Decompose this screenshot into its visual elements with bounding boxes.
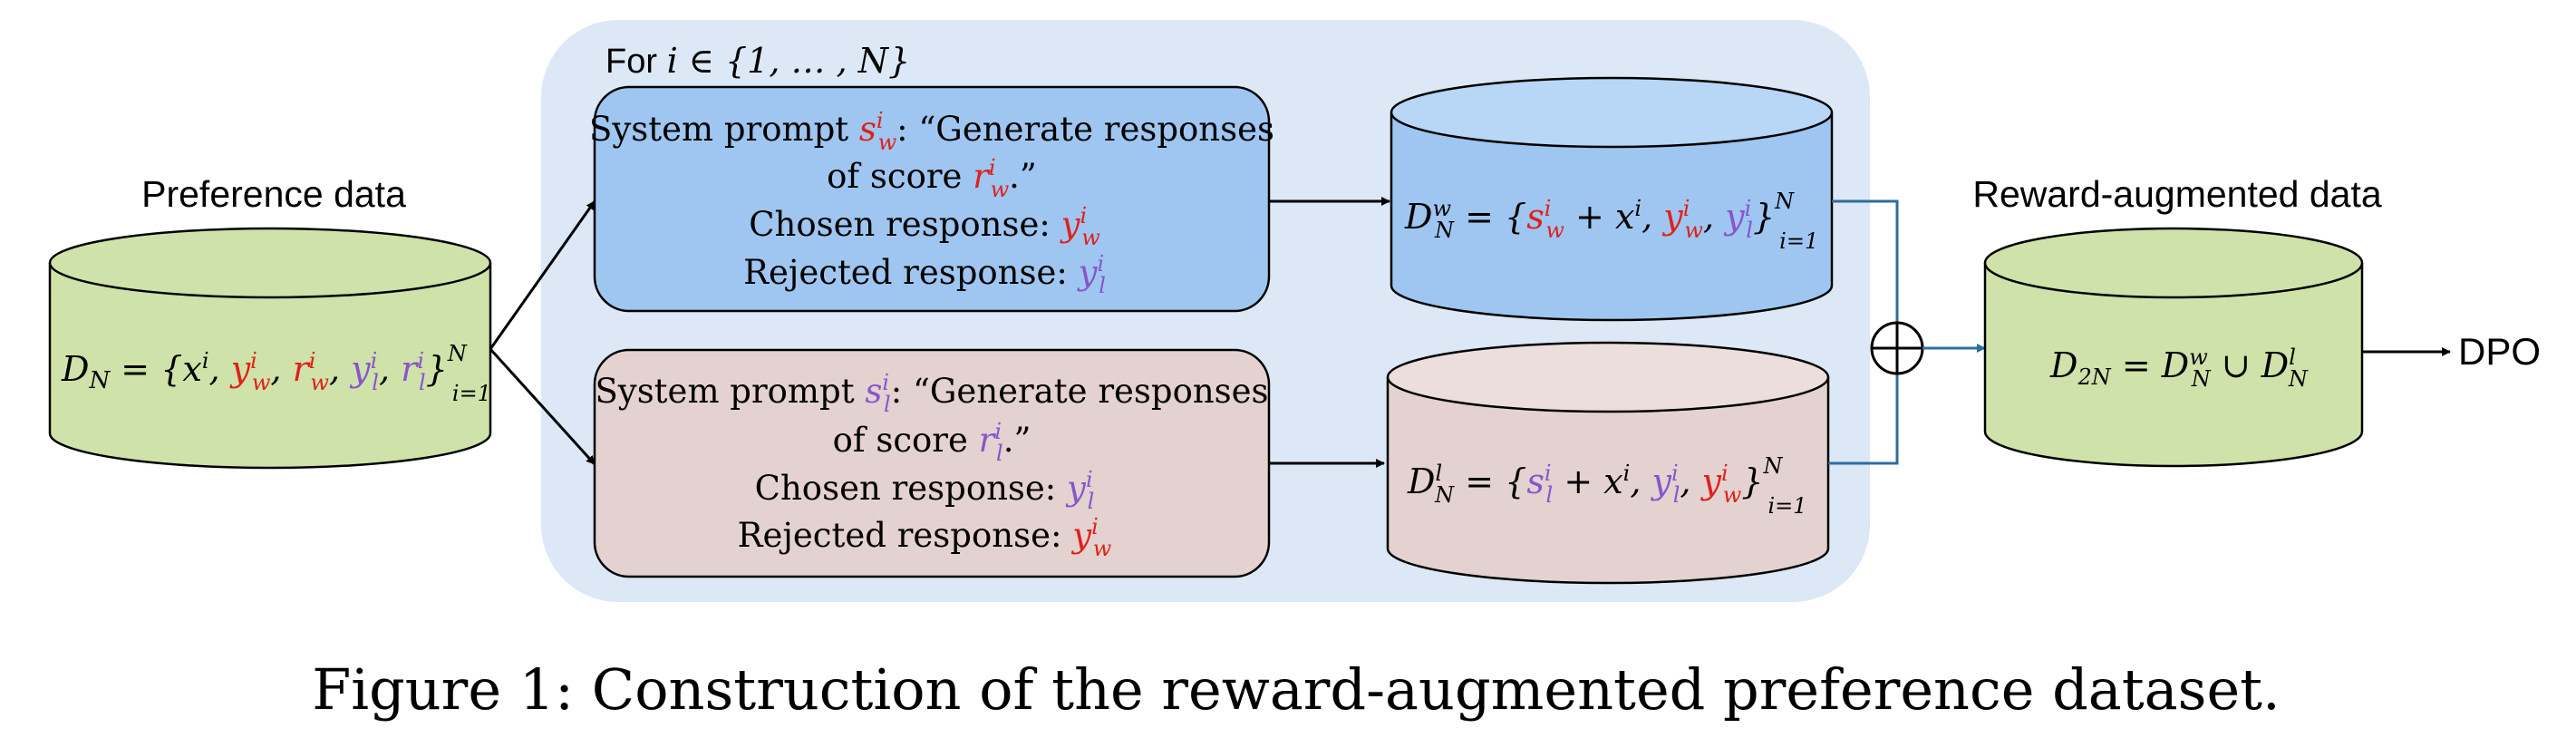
dl-cylinder <box>1386 341 1830 585</box>
figure-caption: Figure 1: Construction of the reward-aug… <box>312 656 2281 723</box>
loop-label: For i ∈ {1, … , N} <box>605 41 910 81</box>
target-title: Reward-augmented data <box>1972 173 2381 215</box>
dpo-label: DPO <box>2458 330 2541 373</box>
source-title: Preference data <box>141 173 406 215</box>
augmented-cylinder <box>1983 227 2364 468</box>
source-cylinder <box>48 227 492 470</box>
prompt-box-top <box>593 85 1271 313</box>
arrow-to-top-prompt <box>489 200 596 350</box>
arrow-to-bottom-prompt <box>489 347 596 466</box>
connector-dw <box>1832 199 1899 323</box>
direct-sum-icon <box>1870 321 1924 375</box>
dw-cylinder <box>1390 76 1834 322</box>
connector-dl <box>1828 374 1899 465</box>
